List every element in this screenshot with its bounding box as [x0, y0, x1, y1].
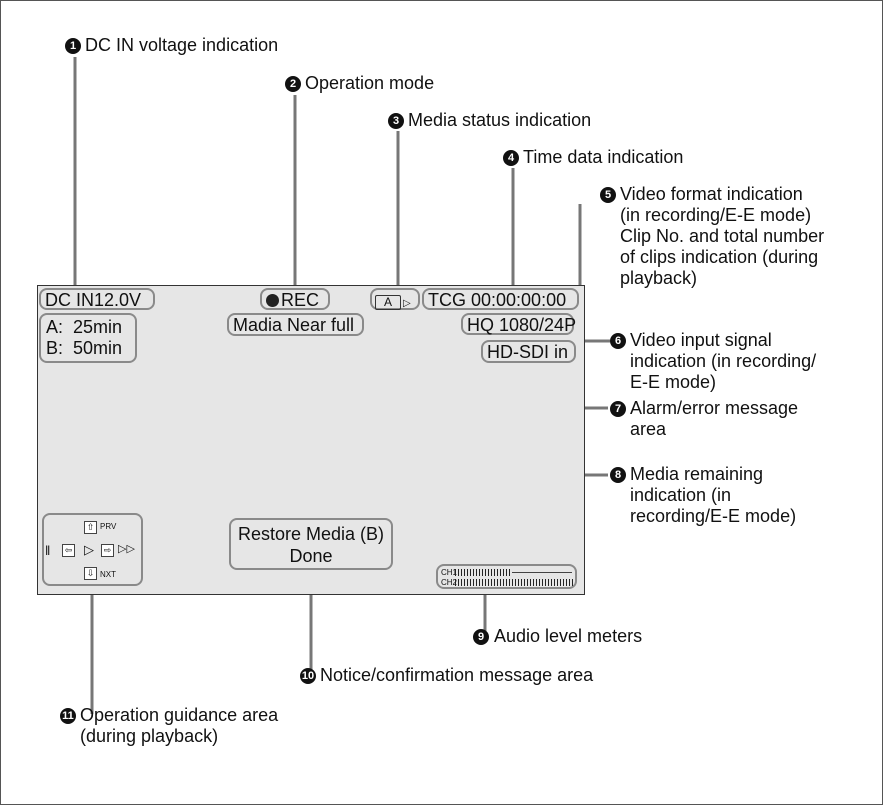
notice-line-1: Restore Media (B) [237, 524, 385, 544]
callout-number-8: 8 [610, 467, 626, 483]
callout-label-video-format-4: of clips indication (during [620, 247, 819, 267]
operation-guidance-area: ⇧ PRV ‖ ⇦ ▷ ⇨ ▷▷ ⇩ NXT [42, 513, 143, 586]
callout-label-video-format-3: Clip No. and total number [620, 226, 825, 246]
callout-number-2: 2 [285, 76, 301, 92]
callout-label-operation-mode: Operation mode [305, 73, 435, 93]
callout-label-input-signal-1: Video input signal [630, 330, 772, 350]
notice-message-area: Restore Media (B)Done [229, 518, 393, 570]
remaining-a: A: 25min [46, 317, 123, 337]
callout-label-guidance-1: Operation guidance area [80, 705, 279, 725]
media-slot-icon: A [375, 295, 401, 310]
media-status-indicator: A▷ [370, 288, 420, 310]
notice-line-2: Done [289, 546, 333, 566]
callout-label-input-signal-2: indication (in recording/ [630, 351, 817, 371]
pause-icon: ‖ [45, 543, 51, 558]
callout-label-remaining-1: Media remaining [630, 464, 764, 484]
callout-label-alarm-2: area [630, 419, 667, 439]
callout-label-video-format-2: (in recording/E-E mode) [620, 205, 812, 225]
callout-label-notice: Notice/confirmation message area [320, 665, 594, 685]
alarm-message-indicator: Madia Near full [227, 313, 364, 336]
callout-number-11: 11 [60, 708, 76, 724]
callout-label-video-format-5: playback) [620, 268, 698, 288]
callout-number-6: 6 [610, 333, 626, 349]
meter-ch1-bar [455, 569, 512, 576]
meter-ch2-bar [455, 579, 573, 586]
right-arrow-icon: ⇨ [101, 544, 114, 557]
callout-number-3: 3 [388, 113, 404, 129]
meter-ch1-track [512, 572, 572, 573]
callout-label-remaining-2: indication (in [630, 485, 732, 505]
monitor-screen: DC IN12.0V REC A▷ TCG 00:00:00:00 HQ 108… [37, 285, 585, 595]
callout-number-1: 1 [65, 38, 81, 54]
callout-label-time-data: Time data indication [523, 147, 684, 167]
video-format-indicator: HQ 1080/24P [461, 313, 576, 335]
down-arrow-icon: ⇩ [84, 567, 97, 580]
callout-label-dc-in: DC IN voltage indication [85, 35, 279, 55]
callout-number-10: 10 [300, 668, 316, 684]
callout-label-video-format-1: Video format indication [620, 184, 803, 204]
meter-ch1-label: CH1 [441, 568, 458, 577]
rec-label: REC [281, 290, 320, 310]
callout-number-5: 5 [600, 187, 616, 203]
callout-label-input-signal-3: E-E mode) [630, 372, 717, 392]
callout-label-alarm-1: Alarm/error message [630, 398, 799, 418]
remaining-b: B: 50min [46, 338, 123, 358]
callout-label-media-status: Media status indication [408, 110, 592, 130]
rec-indicator: REC [260, 288, 330, 310]
audio-level-meters: CH1 CH2 [436, 564, 577, 589]
media-arrow-icon: ▷ [403, 298, 411, 309]
meter-ch2-label: CH2 [441, 578, 458, 587]
media-slot-label: A [383, 295, 392, 309]
up-arrow-icon: ⇧ [84, 521, 97, 534]
guide-prv-label: PRV [100, 522, 117, 531]
fast-forward-icon: ▷▷ [118, 543, 135, 555]
play-icon: ▷ [84, 542, 94, 557]
callout-number-9: 9 [473, 629, 489, 645]
dc-in-indicator: DC IN12.0V [39, 288, 155, 310]
callout-label-audio-meters: Audio level meters [494, 626, 643, 646]
callout-label-remaining-3: recording/E-E mode) [630, 506, 797, 526]
callout-number-4: 4 [503, 150, 519, 166]
guide-nxt-label: NXT [100, 570, 116, 579]
callout-number-7: 7 [610, 401, 626, 417]
timecode-indicator: TCG 00:00:00:00 [422, 288, 579, 310]
input-signal-indicator: HD-SDI in [481, 340, 576, 363]
callout-label-guidance-2: (during playback) [80, 726, 219, 746]
left-arrow-icon: ⇦ [62, 544, 75, 557]
rec-dot-icon [266, 294, 279, 307]
